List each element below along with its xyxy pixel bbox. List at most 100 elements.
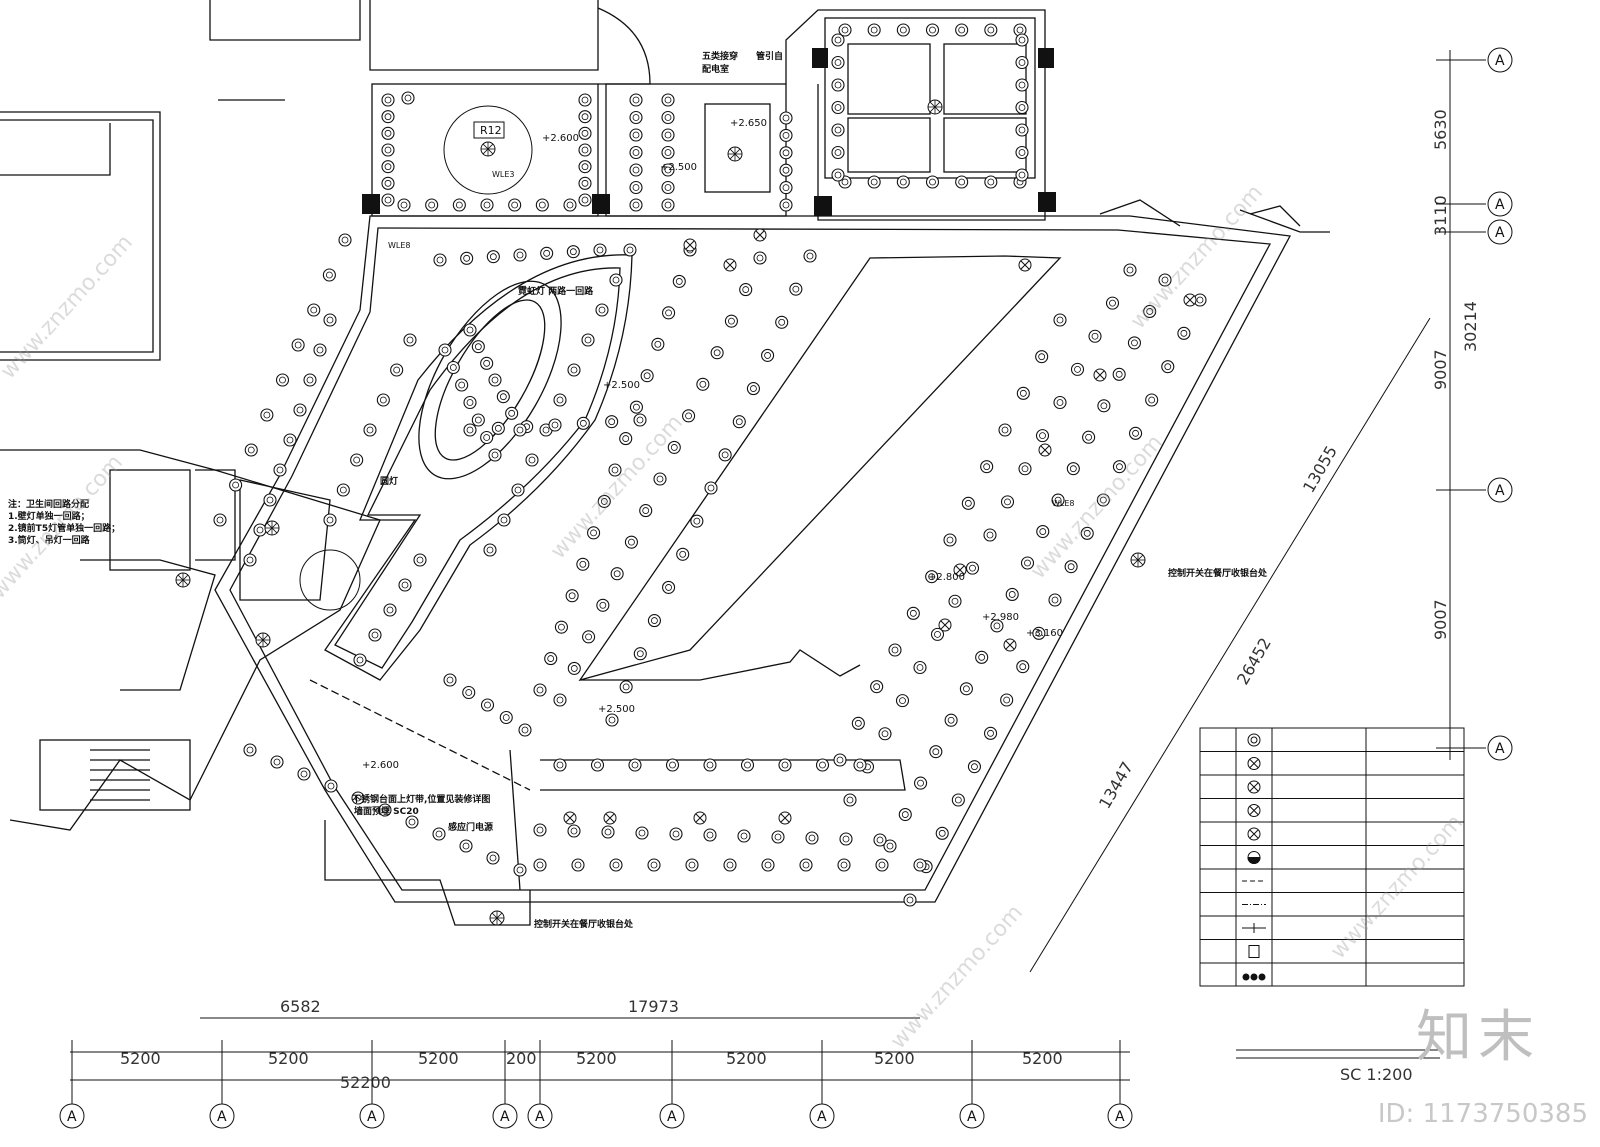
chandelier-icon	[1130, 552, 1146, 568]
downlight-icon	[895, 694, 910, 708]
downlight-icon	[1015, 78, 1029, 92]
downlight-icon	[513, 248, 527, 262]
downlight-icon	[244, 443, 258, 457]
level-mark: +2.980	[982, 612, 1019, 623]
dim-diag-3: 13447	[1095, 758, 1137, 812]
downlight-icon	[629, 180, 643, 195]
downlight-icon	[944, 713, 958, 727]
spot-lamp-icon	[723, 258, 737, 272]
downlight-icon	[499, 710, 513, 725]
downlight-icon	[1123, 263, 1137, 277]
downlight-icon	[398, 578, 412, 592]
downlight-icon	[624, 535, 638, 549]
downlight-icon	[662, 580, 676, 594]
downlight-icon	[676, 547, 690, 561]
downlight-icon	[878, 727, 892, 741]
downlight-icon	[661, 180, 675, 195]
downlight-icon	[833, 753, 847, 767]
downlight-icon	[381, 110, 395, 124]
downlight-icon	[480, 698, 495, 712]
downlight-icon	[567, 363, 581, 377]
downlight-icon	[805, 831, 819, 845]
downlight-icon	[368, 628, 382, 642]
downlight-icon	[998, 423, 1012, 437]
downlight-icon	[601, 825, 615, 839]
dim-bottom-4: 200	[506, 1049, 537, 1068]
downlight-icon	[1064, 560, 1078, 574]
downlight-icon	[1053, 313, 1067, 327]
downlight-icon	[669, 827, 683, 841]
downlight-icon	[661, 145, 675, 160]
axis-bubble: A	[209, 1103, 235, 1129]
downlight-icon	[1066, 462, 1080, 476]
chandelier-icon	[1247, 804, 1261, 817]
downlight-icon	[609, 273, 623, 287]
downlight-icon	[930, 627, 945, 641]
downlight-icon	[831, 100, 845, 115]
dim-bottom-6: 5200	[726, 1049, 767, 1068]
dim-bottom-total: 52200	[340, 1073, 391, 1092]
downlight-icon	[984, 175, 998, 189]
spot-lamp-icon	[778, 811, 792, 825]
downlight-icon	[867, 175, 881, 189]
downlight-icon	[629, 93, 643, 107]
level-mark: +3.160	[1026, 628, 1063, 639]
downlight-icon	[831, 78, 845, 92]
downlight-icon	[779, 146, 793, 160]
downlight-icon	[297, 767, 311, 781]
spot-lamp-icon	[563, 811, 577, 825]
axis-label: A	[967, 1109, 977, 1125]
downlight-icon	[723, 858, 737, 872]
level-mark: +2.500	[660, 162, 697, 173]
downlight-icon	[597, 494, 611, 508]
chandelier-icon	[489, 910, 505, 926]
downlight-icon	[761, 348, 775, 362]
downlight-icon	[983, 528, 997, 542]
ceiling-ring	[299, 549, 361, 611]
note-pipe-lead: 管引自	[756, 50, 783, 62]
downlight-icon	[955, 175, 969, 189]
annotations: R12 WLE3 WLE8 WLE8 五类接穿 管引自 配电室 霓虹灯 两路一回…	[8, 50, 1268, 930]
downlight-icon	[853, 758, 867, 772]
downlight-icon	[567, 824, 581, 838]
downlight-icon	[381, 93, 395, 107]
downlight-icon	[497, 513, 511, 527]
downlight-icon	[951, 793, 965, 807]
legend-symbols	[1200, 727, 1464, 981]
downlight-icon	[480, 430, 494, 445]
downlight-icon	[322, 268, 336, 282]
axis-bubble: A	[492, 1103, 518, 1129]
downlight-icon	[1048, 593, 1062, 607]
image-id: ID: 1173750385	[1377, 1099, 1588, 1129]
downlight-icon	[696, 377, 710, 391]
downlight-icon	[629, 128, 643, 142]
downlight-icon	[291, 338, 305, 352]
downlight-icon	[906, 606, 920, 620]
downlight-icon	[753, 251, 767, 265]
downlight-icon	[270, 755, 284, 769]
downlight-icon	[662, 306, 676, 320]
downlight-icon	[980, 460, 994, 474]
wall-spot-icon	[1247, 827, 1261, 841]
downlight-icon	[553, 693, 567, 707]
downlight-icon	[433, 253, 447, 267]
downlight-icon	[351, 791, 365, 805]
downlight-icon	[690, 514, 704, 528]
axis-bubble: A	[809, 1103, 835, 1129]
downlight-icon	[789, 282, 803, 296]
downlight-icon	[480, 356, 494, 370]
downlight-icon	[578, 110, 592, 124]
downlight-icon	[925, 23, 940, 37]
dim-bottom-3: 5200	[418, 1049, 459, 1068]
downlight-icon	[578, 176, 592, 190]
downlight-icon	[488, 448, 502, 462]
downlight-icon	[303, 373, 317, 387]
level-mark: +2.650	[730, 118, 767, 129]
downlight-icon	[1018, 462, 1032, 476]
downlight-icon	[737, 829, 751, 843]
downlight-icon	[739, 283, 753, 297]
axis-label: A	[217, 1109, 227, 1125]
downlight-icon	[647, 858, 661, 872]
